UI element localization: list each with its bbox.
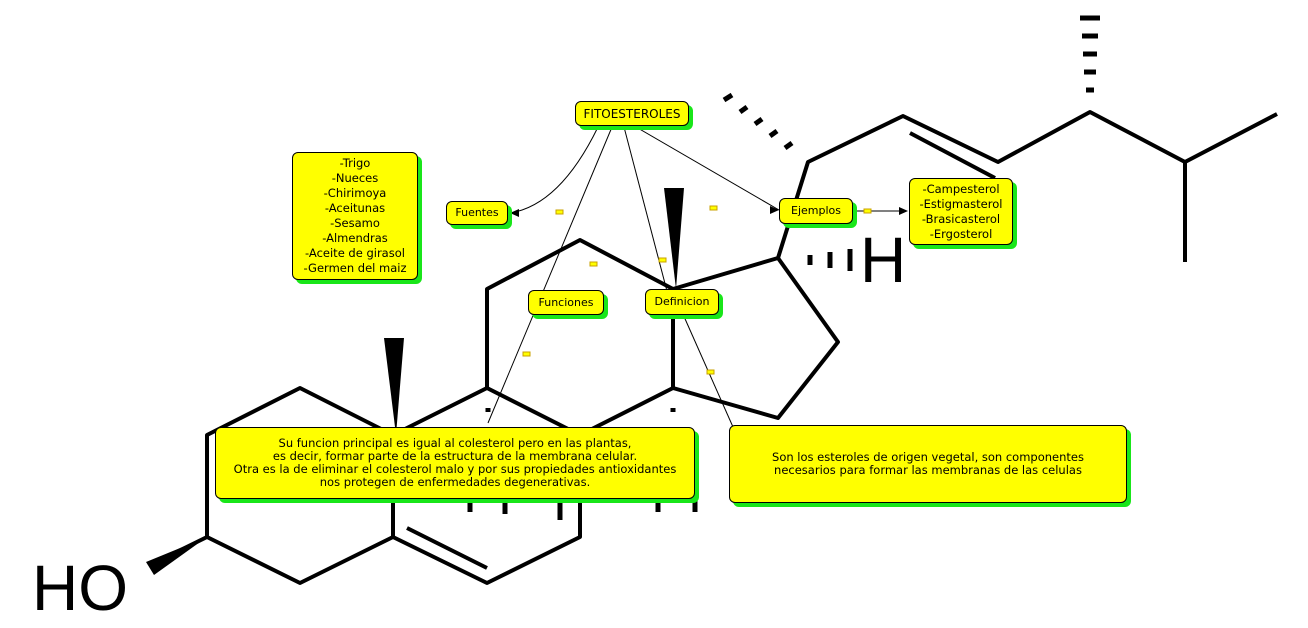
definicion-line: Son los esteroles de origen vegetal, son…: [772, 450, 1084, 464]
molecule-bonds: [149, 110, 1278, 585]
node-fitoesteroles-label: FITOESTEROLES: [583, 106, 681, 121]
mindmap-connectors: [487, 126, 907, 428]
funciones-line: es decir, formar parte de la estructura …: [272, 449, 638, 463]
methyl-wedge-c: [664, 188, 684, 289]
ho-label: HO: [32, 552, 128, 624]
node-funciones-label: Funciones: [538, 295, 594, 309]
arrowheads: [510, 206, 908, 217]
node-funciones[interactable]: Funciones: [528, 290, 604, 315]
node-fuentes-list[interactable]: -Trigo -Nueces -Chirimoya -Aceitunas -Se…: [292, 152, 418, 280]
node-definicion[interactable]: Definicion: [645, 289, 719, 315]
node-fuentes[interactable]: Fuentes: [446, 201, 508, 225]
node-definicion-label: Definicion: [654, 295, 710, 308]
funciones-line: nos protegen de enfermedades degenerativ…: [319, 475, 591, 489]
ejemplos-item: -Ergosterol: [929, 226, 993, 241]
node-ejemplos-list[interactable]: -Campesterol -Estigmasterol -Brasicaster…: [909, 178, 1013, 245]
node-fuentes-label: Fuentes: [455, 206, 499, 219]
node-ejemplos[interactable]: Ejemplos: [779, 198, 853, 224]
fuentes-item: -Aceitunas: [324, 201, 386, 215]
node-ejemplos-label: Ejemplos: [791, 204, 841, 217]
funciones-line: Su funcion principal es igual al coleste…: [278, 436, 632, 450]
fuentes-item: -Sesamo: [330, 216, 380, 230]
fuentes-item: -Almendras: [322, 231, 388, 245]
fuentes-item: -Aceite de girasol: [305, 246, 405, 260]
methyl-wedge-a: [384, 338, 404, 435]
fuentes-item: -Germen del maiz: [303, 261, 407, 275]
ejemplos-item: -Estigmasterol: [919, 196, 1003, 211]
connector-midpoints: [522, 205, 872, 375]
ejemplos-item: -Campesterol: [922, 181, 1000, 196]
ho-wedge: [146, 537, 207, 575]
ejemplos-item: -Brasicasterol: [921, 211, 1001, 226]
fuentes-item: -Nueces: [331, 171, 379, 185]
node-funciones-text[interactable]: Su funcion principal es igual al coleste…: [215, 427, 695, 499]
funciones-line: Otra es la de eliminar el colesterol mal…: [233, 462, 677, 476]
h-label: H: [860, 224, 906, 296]
fuentes-item: -Trigo: [339, 156, 371, 170]
definicion-line: necesarios para formar las membranas de …: [774, 463, 1082, 477]
node-fitoesteroles[interactable]: FITOESTEROLES: [575, 101, 689, 126]
hashed-bonds: [467, 15, 1100, 520]
node-definicion-text[interactable]: Son los esteroles de origen vegetal, son…: [729, 425, 1127, 503]
fuentes-item: -Chirimoya: [323, 186, 387, 200]
